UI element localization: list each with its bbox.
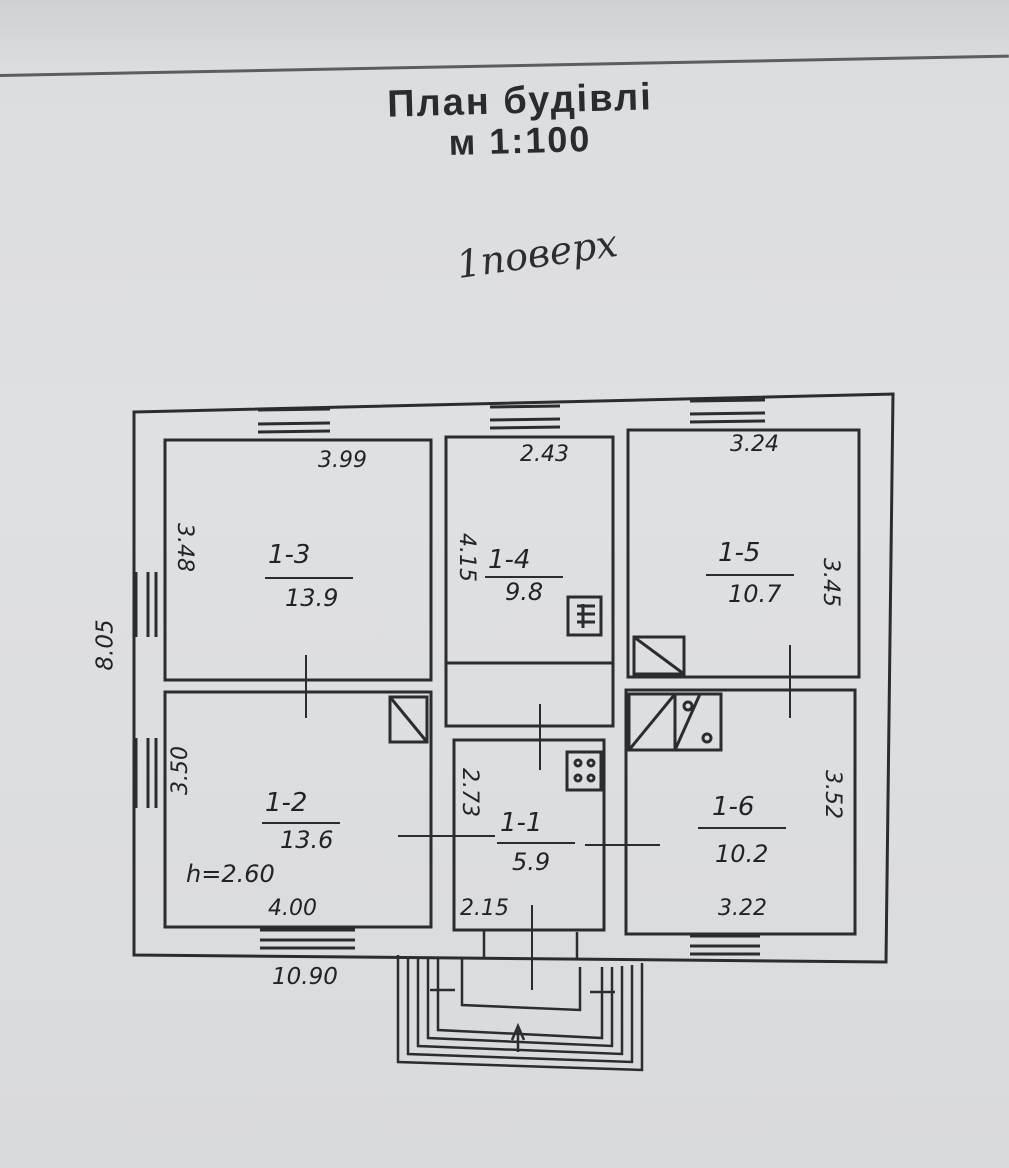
room-length-1-3: 3.48: [171, 523, 197, 572]
room-length-1-5: 3.45: [817, 558, 843, 607]
room-divider-1-2: [262, 822, 340, 824]
cooker-burner-3: [573, 773, 583, 783]
ceiling-height: h=2.60: [186, 860, 275, 888]
sink-room-1-4: [566, 595, 603, 637]
room-length-1-2: 3.50: [167, 746, 193, 795]
stove-room-1-5-diag: [633, 635, 685, 676]
window-top-1-3: [257, 407, 331, 434]
cooker-burner-1: [573, 758, 583, 768]
stove-room-1-6-diag: [627, 693, 702, 751]
sink-lines: [577, 604, 595, 628]
room-divider-1-5: [706, 574, 794, 576]
room-area-1-6: 10.2: [715, 840, 769, 868]
outer-wall-outline: [132, 392, 895, 964]
room-length-1-4: 4.15: [453, 533, 479, 582]
room-divider-1-6: [698, 827, 786, 829]
window-left-1-2: [134, 738, 158, 808]
room-number-1-1: 1-1: [500, 808, 543, 838]
stove-room-1-2-diag: [388, 696, 429, 743]
cooker-room-1-1: [565, 750, 603, 792]
door-marks: [278, 645, 812, 990]
room-outline-1-4: [444, 435, 615, 665]
stove-room-1-2: [388, 695, 429, 744]
room-area-1-4: 9.8: [505, 578, 544, 606]
cooker-burner-4: [586, 773, 596, 783]
window-top-1-5: [689, 398, 766, 424]
room-width-1-2: 4.00: [268, 896, 317, 921]
room-number-1-3: 1-3: [268, 540, 311, 570]
stove-ring-a: [682, 700, 694, 712]
window-left-1-3: [134, 572, 158, 637]
corridor-wall: [444, 663, 615, 728]
room-length-1-1: 2.73: [456, 768, 482, 817]
entrance-steps: [396, 930, 644, 1072]
overall-depth: 8.05: [92, 619, 119, 671]
room-area-1-3: 13.9: [285, 584, 339, 612]
room-divider-1-3: [265, 577, 353, 579]
room-divider-1-1: [497, 842, 575, 844]
room-width-1-4: 2.43: [520, 442, 569, 467]
room-width-1-1: 2.15: [460, 896, 509, 921]
room-area-1-5: 10.7: [728, 580, 782, 608]
room-width-1-6: 3.22: [718, 896, 767, 921]
cooker-burner-2: [586, 758, 596, 768]
stove-room-1-5: [632, 635, 686, 676]
room-number-1-6: 1-6: [712, 792, 755, 822]
stove-ring-b: [701, 732, 713, 744]
room-width-1-5: 3.24: [730, 432, 779, 457]
overall-width: 10.90: [272, 964, 338, 990]
window-bottom-1-2: [260, 928, 355, 950]
window-bottom-1-6: [690, 934, 760, 956]
room-length-1-6: 3.52: [819, 770, 845, 819]
room-outline-1-5: [626, 428, 861, 679]
room-width-1-3: 3.99: [318, 448, 367, 473]
room-divider-1-4: [485, 576, 563, 578]
room-number-1-5: 1-5: [718, 538, 761, 568]
room-number-1-2: 1-2: [265, 788, 308, 818]
room-area-1-1: 5.9: [512, 848, 551, 876]
room-area-1-2: 13.6: [280, 826, 334, 854]
room-number-1-4: 1-4: [488, 545, 531, 575]
room-outline-1-6: [624, 688, 857, 936]
window-top-1-4: [489, 404, 561, 430]
